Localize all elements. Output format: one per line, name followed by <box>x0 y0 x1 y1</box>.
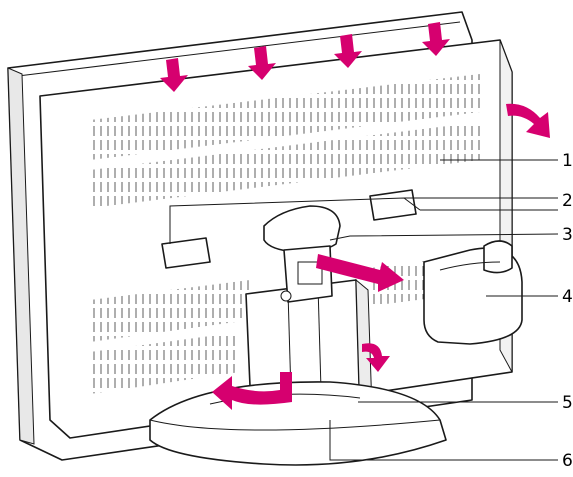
push-down-arrow-1 <box>160 58 188 92</box>
handle-recess-right <box>369 189 417 221</box>
handle-recess-left <box>161 237 211 269</box>
callout-2: 2 <box>562 191 573 211</box>
callout-labels: 1 2 3 4 5 6 <box>562 151 573 471</box>
push-down-arrow-3 <box>334 34 362 68</box>
cable-holder[interactable] <box>423 240 523 345</box>
callout-4: 4 <box>562 287 573 307</box>
leader-line-3 <box>329 233 559 241</box>
callout-3: 3 <box>562 225 573 245</box>
callout-6: 6 <box>562 451 573 471</box>
rotate-arrow-right <box>362 343 390 372</box>
leader-line-6 <box>329 420 558 461</box>
callout-1: 1 <box>562 151 573 171</box>
callout-5: 5 <box>562 393 573 413</box>
push-down-arrow-2 <box>248 46 276 80</box>
rotate-arrow-left <box>212 372 292 410</box>
cover-open-arrow <box>506 103 550 138</box>
leader-line-2 <box>169 197 558 244</box>
push-arrows <box>160 22 550 410</box>
leader-lines <box>169 159 559 461</box>
slide-out-arrow <box>316 254 404 292</box>
push-down-arrow-4 <box>422 22 450 56</box>
